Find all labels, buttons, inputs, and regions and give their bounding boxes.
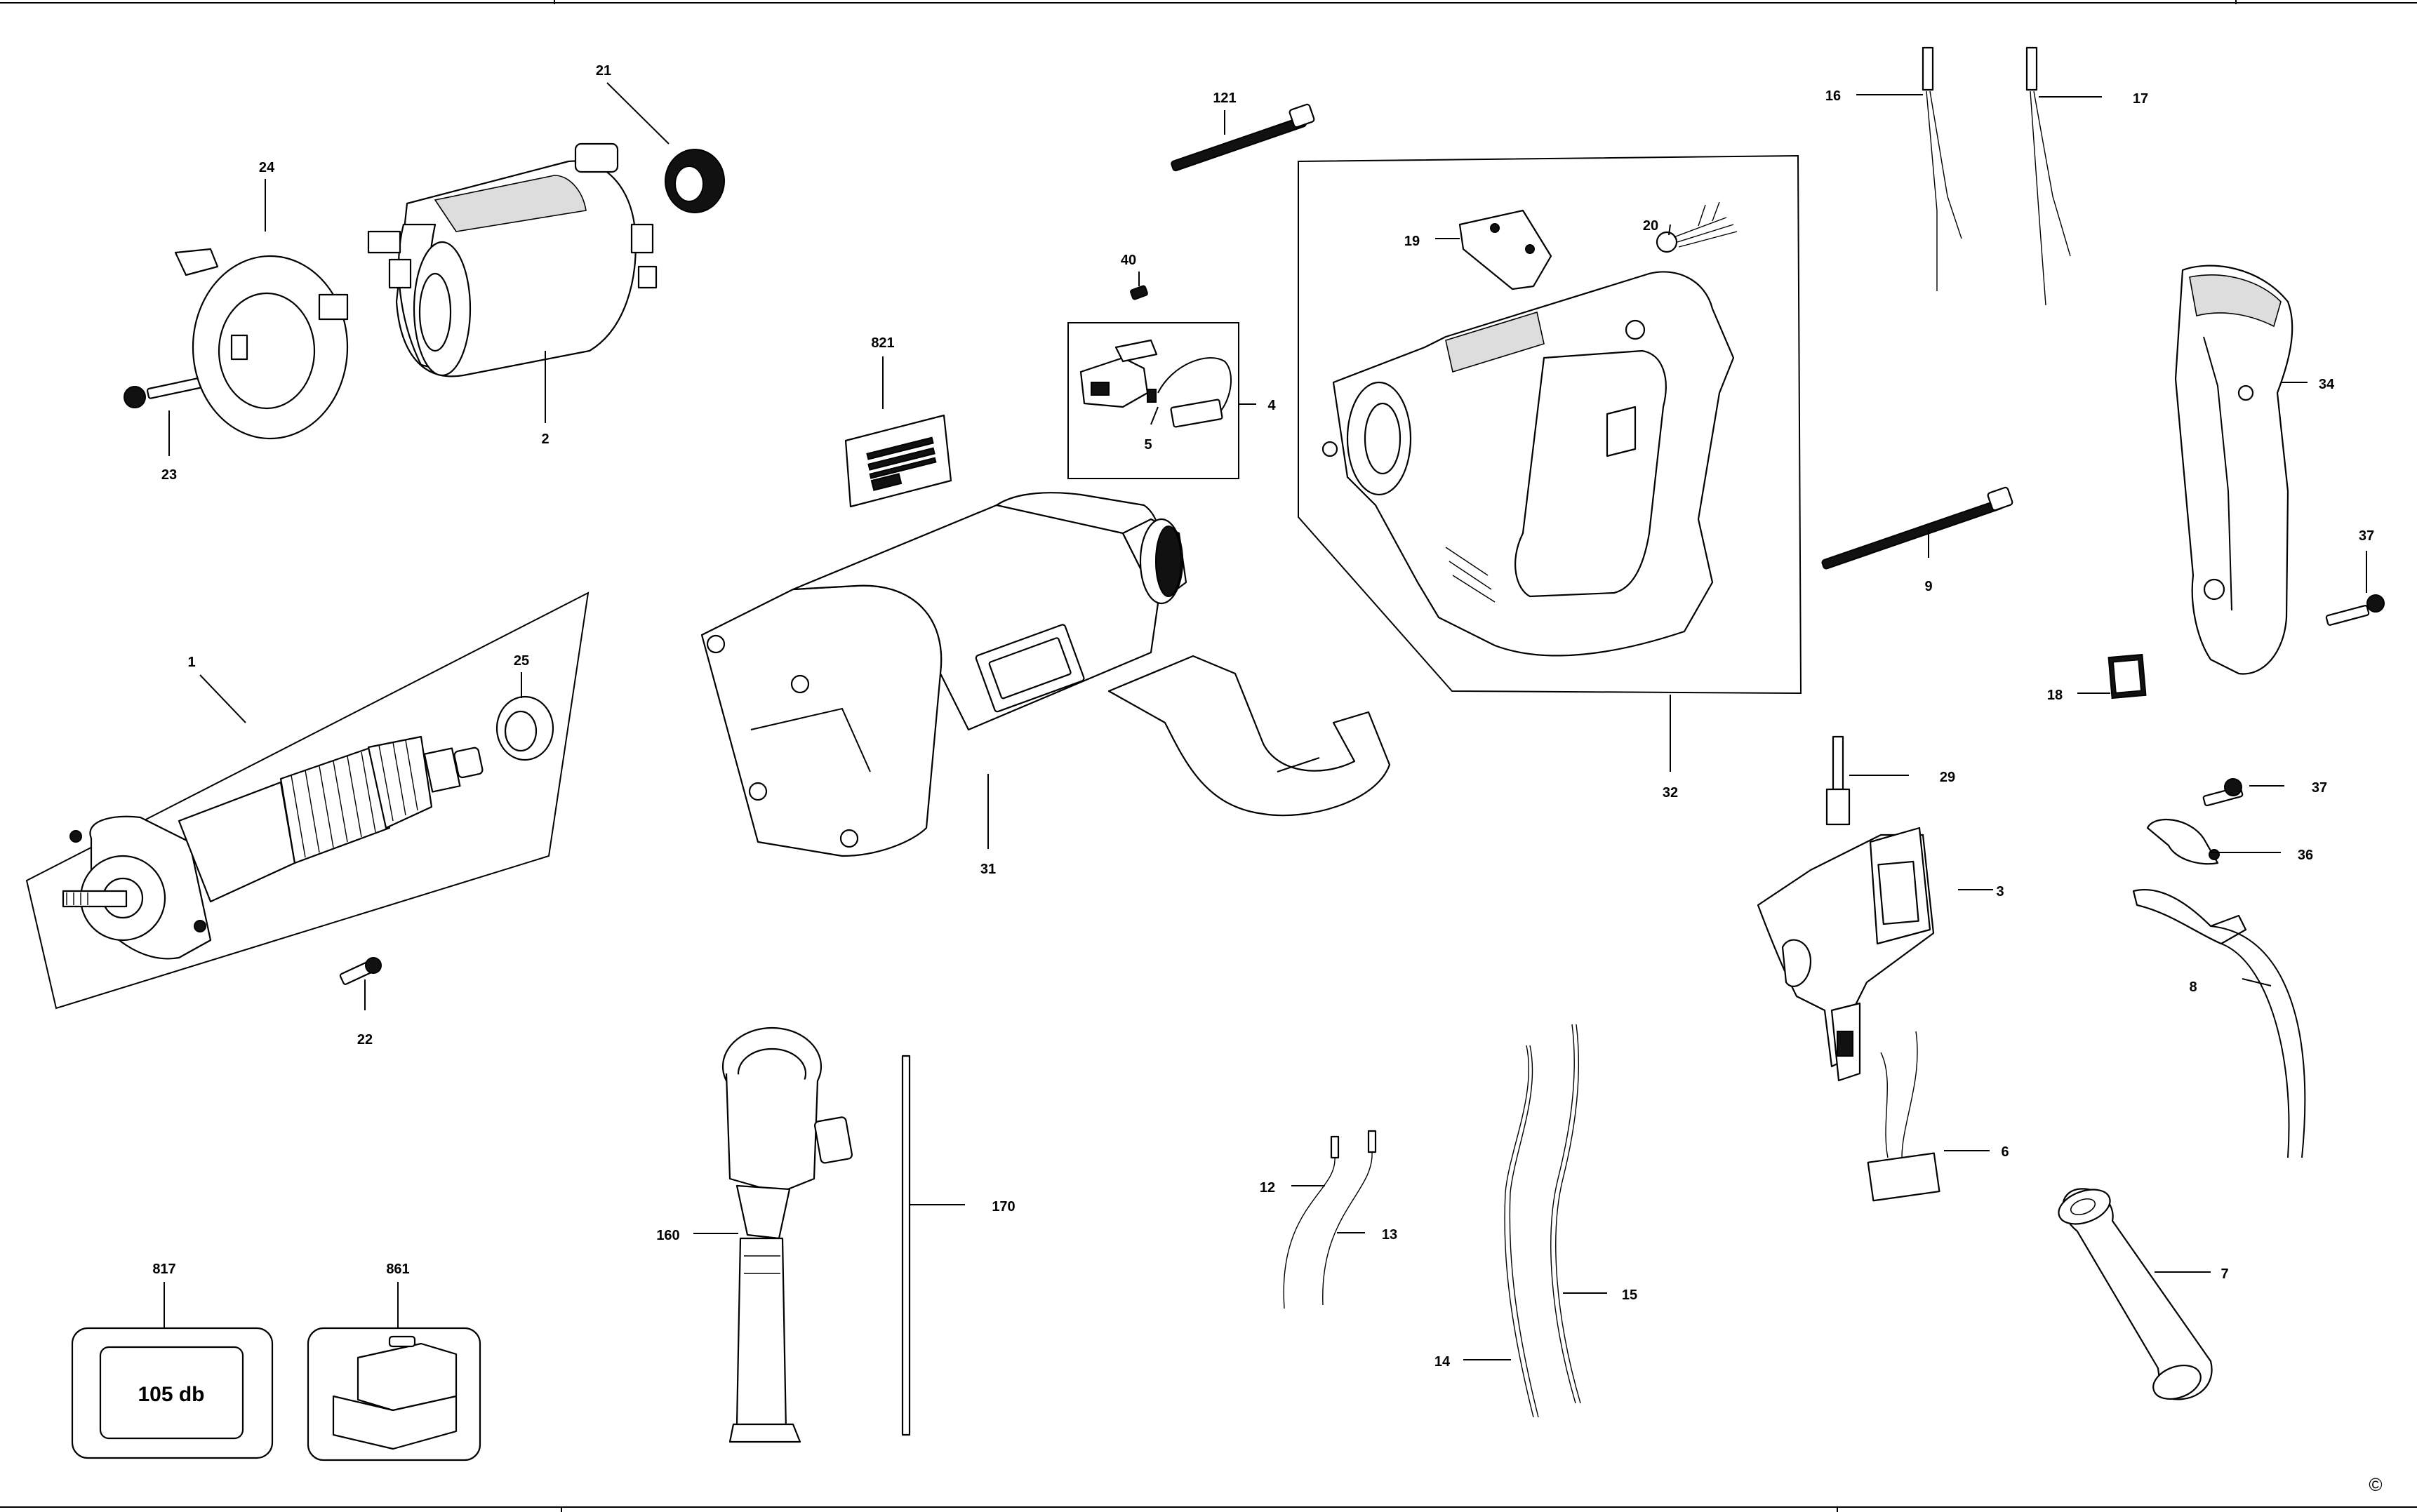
field-part: [367, 142, 658, 377]
bearing-21-part: [665, 149, 725, 213]
label-plate-part: [844, 414, 952, 508]
side-handle-160-part: [721, 1026, 853, 1443]
part-number-861: 861: [386, 1262, 409, 1277]
part-number-6: 6: [2001, 1144, 2009, 1160]
cord-clamp-36-part: [2146, 818, 2220, 865]
noise-level-text: 105 db: [138, 1383, 204, 1406]
part-number-4: 4: [1267, 398, 1276, 413]
motor-housing-group: [1298, 154, 1802, 695]
part-number-2: 2: [541, 431, 549, 447]
handle-half-part: [2174, 265, 2293, 675]
brush-18-part: [2108, 653, 2147, 700]
screw-121-part: [1171, 103, 1315, 172]
part-number-821: 821: [871, 335, 894, 351]
part-number-8: 8: [2189, 979, 2197, 995]
part-number-7: 7: [2220, 1266, 2228, 1282]
cover-plate-19-part: [1458, 209, 1552, 290]
gear-housing-part: [700, 492, 1391, 857]
part-number-17: 17: [2133, 91, 2148, 107]
part-number-21: 21: [596, 63, 611, 79]
screw-22-part: [339, 957, 382, 985]
part-number-18: 18: [2047, 688, 2063, 703]
part-number-37-top: 37: [2359, 528, 2374, 544]
part-number-9: 9: [1924, 579, 1932, 594]
wires-17-part: [2025, 46, 2071, 306]
screw-40-part: [1130, 285, 1148, 300]
wire-14-part: [1504, 1045, 1539, 1418]
part-number-13: 13: [1382, 1227, 1397, 1243]
part-number-22: 22: [357, 1032, 373, 1048]
part-number-36: 36: [2298, 848, 2313, 863]
screw-37a-part: [2325, 594, 2385, 626]
part-number-25: 25: [514, 653, 529, 669]
wire-12-part: [1283, 1135, 1340, 1309]
wire-15-part: [1550, 1024, 1581, 1404]
part-number-817: 817: [152, 1262, 175, 1277]
part-number-170: 170: [992, 1199, 1015, 1215]
part-number-32: 32: [1663, 785, 1678, 801]
wires-16-part: [1922, 46, 1962, 291]
wire-13-part: [1322, 1130, 1377, 1306]
power-cord-8-part: [2132, 889, 2306, 1158]
switch-pin-29-part: [1825, 735, 1851, 826]
spring-20-part: [1656, 201, 1738, 253]
part-number-37-middle: 37: [2312, 780, 2327, 796]
part-number-24: 24: [259, 160, 275, 175]
baffle-part: [174, 248, 349, 440]
screw-23-part: [124, 375, 212, 408]
part-number-19: 19: [1404, 234, 1420, 249]
copyright-mark: ©: [2369, 1474, 2382, 1495]
armature-part: [25, 591, 590, 1010]
depth-rod-170-part: [901, 1055, 911, 1436]
switch-part: [1757, 827, 1935, 1082]
leader-lines: [164, 82, 2367, 1360]
part-number-40: 40: [1121, 253, 1136, 268]
part-number-5: 5: [1144, 437, 1152, 453]
part-number-20: 20: [1643, 218, 1658, 234]
part-number-15: 15: [1622, 1287, 1637, 1303]
part-number-160: 160: [656, 1228, 679, 1243]
part-number-3: 3: [1996, 884, 2004, 899]
part-number-12: 12: [1260, 1180, 1275, 1196]
screw-9-part: [1821, 486, 2013, 570]
part-number-16: 16: [1825, 88, 1841, 104]
part-labels: 1 2 3 4 5 6 7 8 9 12 13 14 15 16 17 18 1…: [152, 63, 2374, 1370]
noise-label-817-part: [71, 1327, 274, 1459]
bearing-part: [495, 695, 554, 761]
part-number-29: 29: [1940, 770, 1955, 785]
cord-guard-7-part: [2058, 1188, 2213, 1400]
capacitor-6-part: [1867, 1031, 1940, 1202]
part-number-31: 31: [980, 862, 996, 877]
part-number-1: 1: [187, 655, 195, 670]
screw-37b-part: [2202, 778, 2244, 807]
part-number-121: 121: [1213, 91, 1236, 106]
part-number-14: 14: [1434, 1354, 1451, 1370]
part-number-23: 23: [161, 467, 177, 483]
brush-holder-group: [1067, 322, 1239, 479]
part-number-34: 34: [2319, 377, 2335, 392]
kit-box-861-part: [307, 1327, 481, 1461]
